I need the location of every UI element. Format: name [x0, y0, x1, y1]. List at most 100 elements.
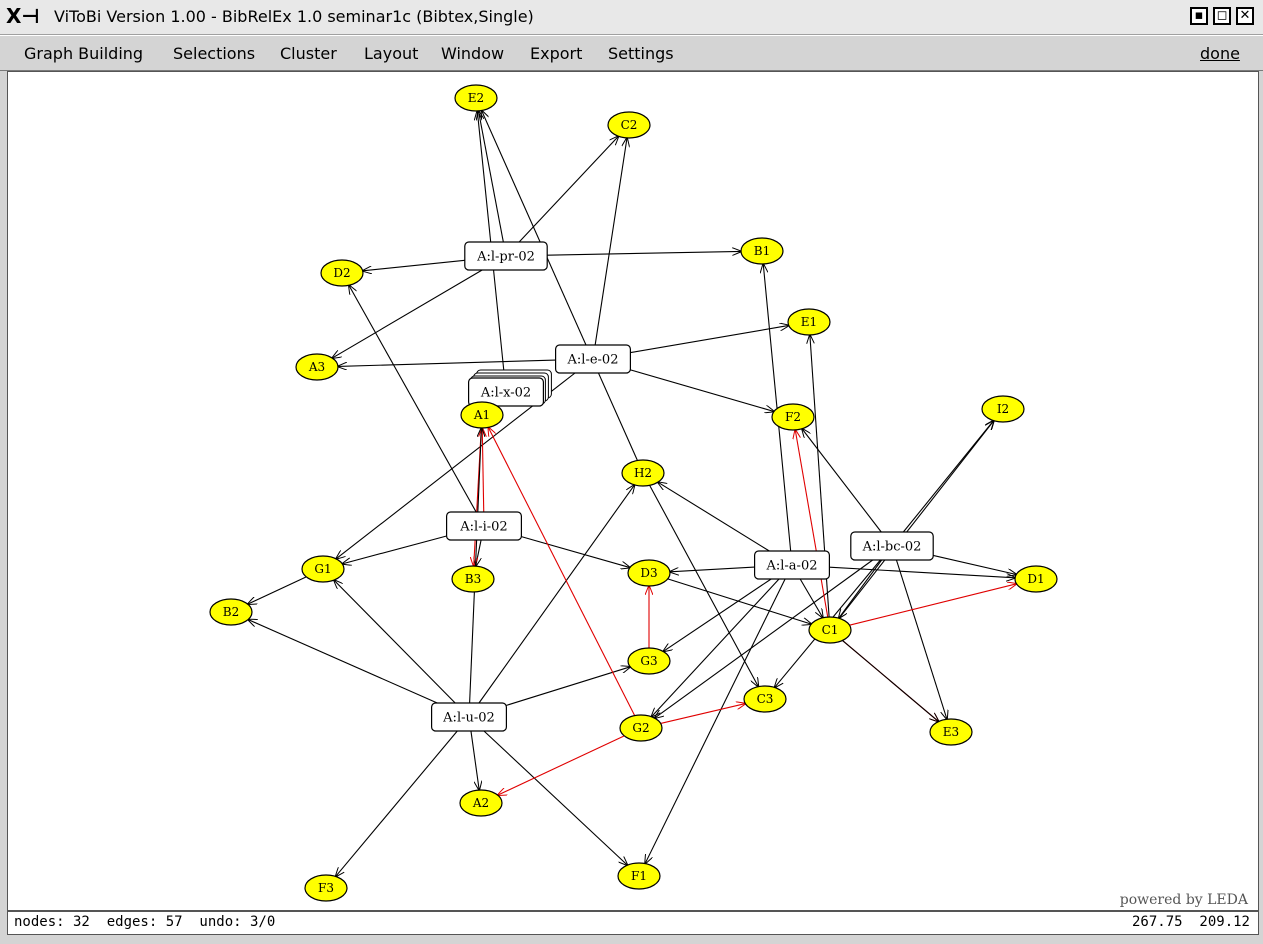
- graph-node-label-A3: A3: [308, 360, 325, 374]
- graph-node-G2[interactable]: G2: [619, 714, 663, 742]
- menu-export[interactable]: Export: [530, 44, 583, 63]
- cluster-box-x[interactable]: A:l-x-02: [468, 369, 552, 407]
- edge-a-D1[interactable]: [829, 566, 1015, 578]
- menu-selections[interactable]: Selections: [173, 44, 256, 63]
- edge-G1-B2[interactable]: [248, 576, 307, 604]
- edge-C1-D1[interactable]: [849, 584, 1016, 626]
- cluster-box-i[interactable]: A:l-i-02: [446, 511, 523, 541]
- edge-e-F2[interactable]: [630, 369, 774, 412]
- edge-u-G3[interactable]: [506, 667, 630, 706]
- edge-H2-E2[interactable]: [482, 111, 638, 461]
- graph-node-label-F1: F1: [631, 869, 647, 883]
- maximize-button[interactable]: ◻: [1213, 7, 1231, 25]
- graph-node-I2[interactable]: I2: [981, 395, 1025, 423]
- graph-node-label-G1: G1: [314, 562, 331, 576]
- edge-pr-B1[interactable]: [547, 251, 741, 256]
- app-logo-icon: X⊣: [6, 4, 40, 28]
- graph-node-B2[interactable]: B2: [209, 598, 253, 626]
- edge-e-A3[interactable]: [338, 359, 556, 366]
- graph-node-A2[interactable]: A2: [459, 789, 503, 817]
- status-counts: nodes: 32 edges: 57 undo: 3/0: [14, 914, 276, 930]
- edge-bc-D1[interactable]: [933, 554, 1016, 574]
- edge-u-G1[interactable]: [334, 580, 456, 704]
- edge-pr-D2[interactable]: [363, 259, 465, 271]
- cluster-box-e[interactable]: A:l-e-02: [554, 344, 631, 374]
- edge-C1-E3[interactable]: [842, 640, 938, 721]
- graph-node-A3[interactable]: A3: [295, 353, 339, 381]
- edge-a-G3[interactable]: [663, 578, 772, 651]
- menu-cluster[interactable]: Cluster: [280, 44, 337, 63]
- graph-node-F3[interactable]: F3: [304, 874, 348, 902]
- edge-bc-G2[interactable]: [655, 559, 874, 718]
- graph-node-D2[interactable]: D2: [320, 259, 364, 287]
- edge-D3-C1[interactable]: [667, 578, 812, 624]
- menu-window[interactable]: Window: [441, 44, 505, 63]
- edge-u-B2[interactable]: [248, 620, 438, 704]
- edge-bc-C1[interactable]: [839, 559, 883, 618]
- edge-C1-F2[interactable]: [795, 430, 829, 618]
- edge-e-C2[interactable]: [594, 138, 627, 346]
- edge-bc-E3[interactable]: [895, 559, 947, 719]
- cluster-box-bc[interactable]: A:l-bc-02: [850, 531, 934, 561]
- edge-G2-C3[interactable]: [660, 704, 746, 724]
- graph-svg[interactable]: A:l-pr-02A:l-e-02A:l-x-02A:l-i-02A:l-a-0…: [8, 72, 1258, 910]
- edge-a-G2[interactable]: [651, 578, 780, 717]
- graph-node-F2[interactable]: F2: [771, 403, 815, 431]
- status-bar: nodes: 32 edges: 57 undo: 3/0 267.75 209…: [7, 911, 1259, 935]
- cluster-label-pr: A:l-pr-02: [476, 250, 535, 265]
- graph-node-C3[interactable]: C3: [743, 685, 787, 713]
- done-button[interactable]: done: [1200, 44, 1240, 63]
- edge-G2-A2[interactable]: [498, 735, 625, 795]
- graph-node-D1[interactable]: D1: [1014, 565, 1058, 593]
- edge-bc-F2[interactable]: [802, 429, 882, 533]
- status-coordinates: 267.75 209.12: [1131, 914, 1250, 930]
- graph-node-C1[interactable]: C1: [808, 616, 852, 644]
- edge-u-A2[interactable]: [470, 730, 479, 790]
- graph-node-E3[interactable]: E3: [929, 718, 973, 746]
- edge-i-D3[interactable]: [521, 536, 630, 568]
- edge-i-G1[interactable]: [342, 535, 447, 564]
- edge-pr-A3[interactable]: [332, 269, 483, 358]
- edge-a-D3[interactable]: [670, 566, 755, 572]
- graph-node-G3[interactable]: G3: [627, 647, 671, 675]
- edge-bc-I2[interactable]: [902, 421, 993, 533]
- edge-G2-A1[interactable]: [488, 427, 636, 716]
- edge-i-A1[interactable]: [482, 428, 484, 513]
- graph-node-B1[interactable]: B1: [740, 237, 784, 265]
- graph-node-label-G3: G3: [640, 654, 657, 668]
- graph-node-A1[interactable]: A1: [460, 401, 504, 429]
- graph-node-B3[interactable]: B3: [451, 565, 495, 593]
- graph-node-G1[interactable]: G1: [301, 555, 345, 583]
- graph-node-label-D1: D1: [1027, 572, 1044, 586]
- graph-node-label-E2: E2: [468, 91, 484, 105]
- cluster-box-pr[interactable]: A:l-pr-02: [464, 241, 548, 271]
- menu-layout[interactable]: Layout: [364, 44, 419, 63]
- graph-node-H2[interactable]: H2: [621, 459, 665, 487]
- graph-node-E1[interactable]: E1: [787, 308, 831, 336]
- edge-u-F3[interactable]: [336, 730, 458, 876]
- graph-node-F1[interactable]: F1: [617, 862, 661, 890]
- cluster-box-u[interactable]: A:l-u-02: [431, 702, 508, 732]
- menu-settings[interactable]: Settings: [608, 44, 674, 63]
- minimize-button[interactable]: ▪: [1190, 7, 1208, 25]
- edge-a-C1[interactable]: [799, 578, 823, 618]
- graph-node-label-D3: D3: [640, 566, 657, 580]
- cluster-box-a[interactable]: A:l-a-02: [753, 550, 830, 580]
- graph-node-C2[interactable]: C2: [607, 111, 651, 139]
- edge-u-H2[interactable]: [478, 485, 635, 704]
- edge-a-F1[interactable]: [645, 578, 786, 864]
- edge-e-E1[interactable]: [630, 325, 788, 354]
- graph-node-E2[interactable]: E2: [454, 84, 498, 112]
- edge-H2-C3[interactable]: [649, 485, 759, 686]
- edge-a-B1[interactable]: [763, 264, 792, 552]
- edge-pr-C2[interactable]: [518, 136, 618, 243]
- edge-i-D2[interactable]: [349, 285, 477, 513]
- menu-graph-building[interactable]: Graph Building: [24, 44, 144, 63]
- edge-pr-E2[interactable]: [478, 111, 504, 243]
- edge-u-F1[interactable]: [483, 730, 627, 865]
- edge-a-H2[interactable]: [658, 482, 770, 552]
- edge-C1-I2[interactable]: [838, 421, 994, 619]
- graph-node-D3[interactable]: D3: [627, 559, 671, 587]
- close-button[interactable]: ✕: [1236, 7, 1254, 25]
